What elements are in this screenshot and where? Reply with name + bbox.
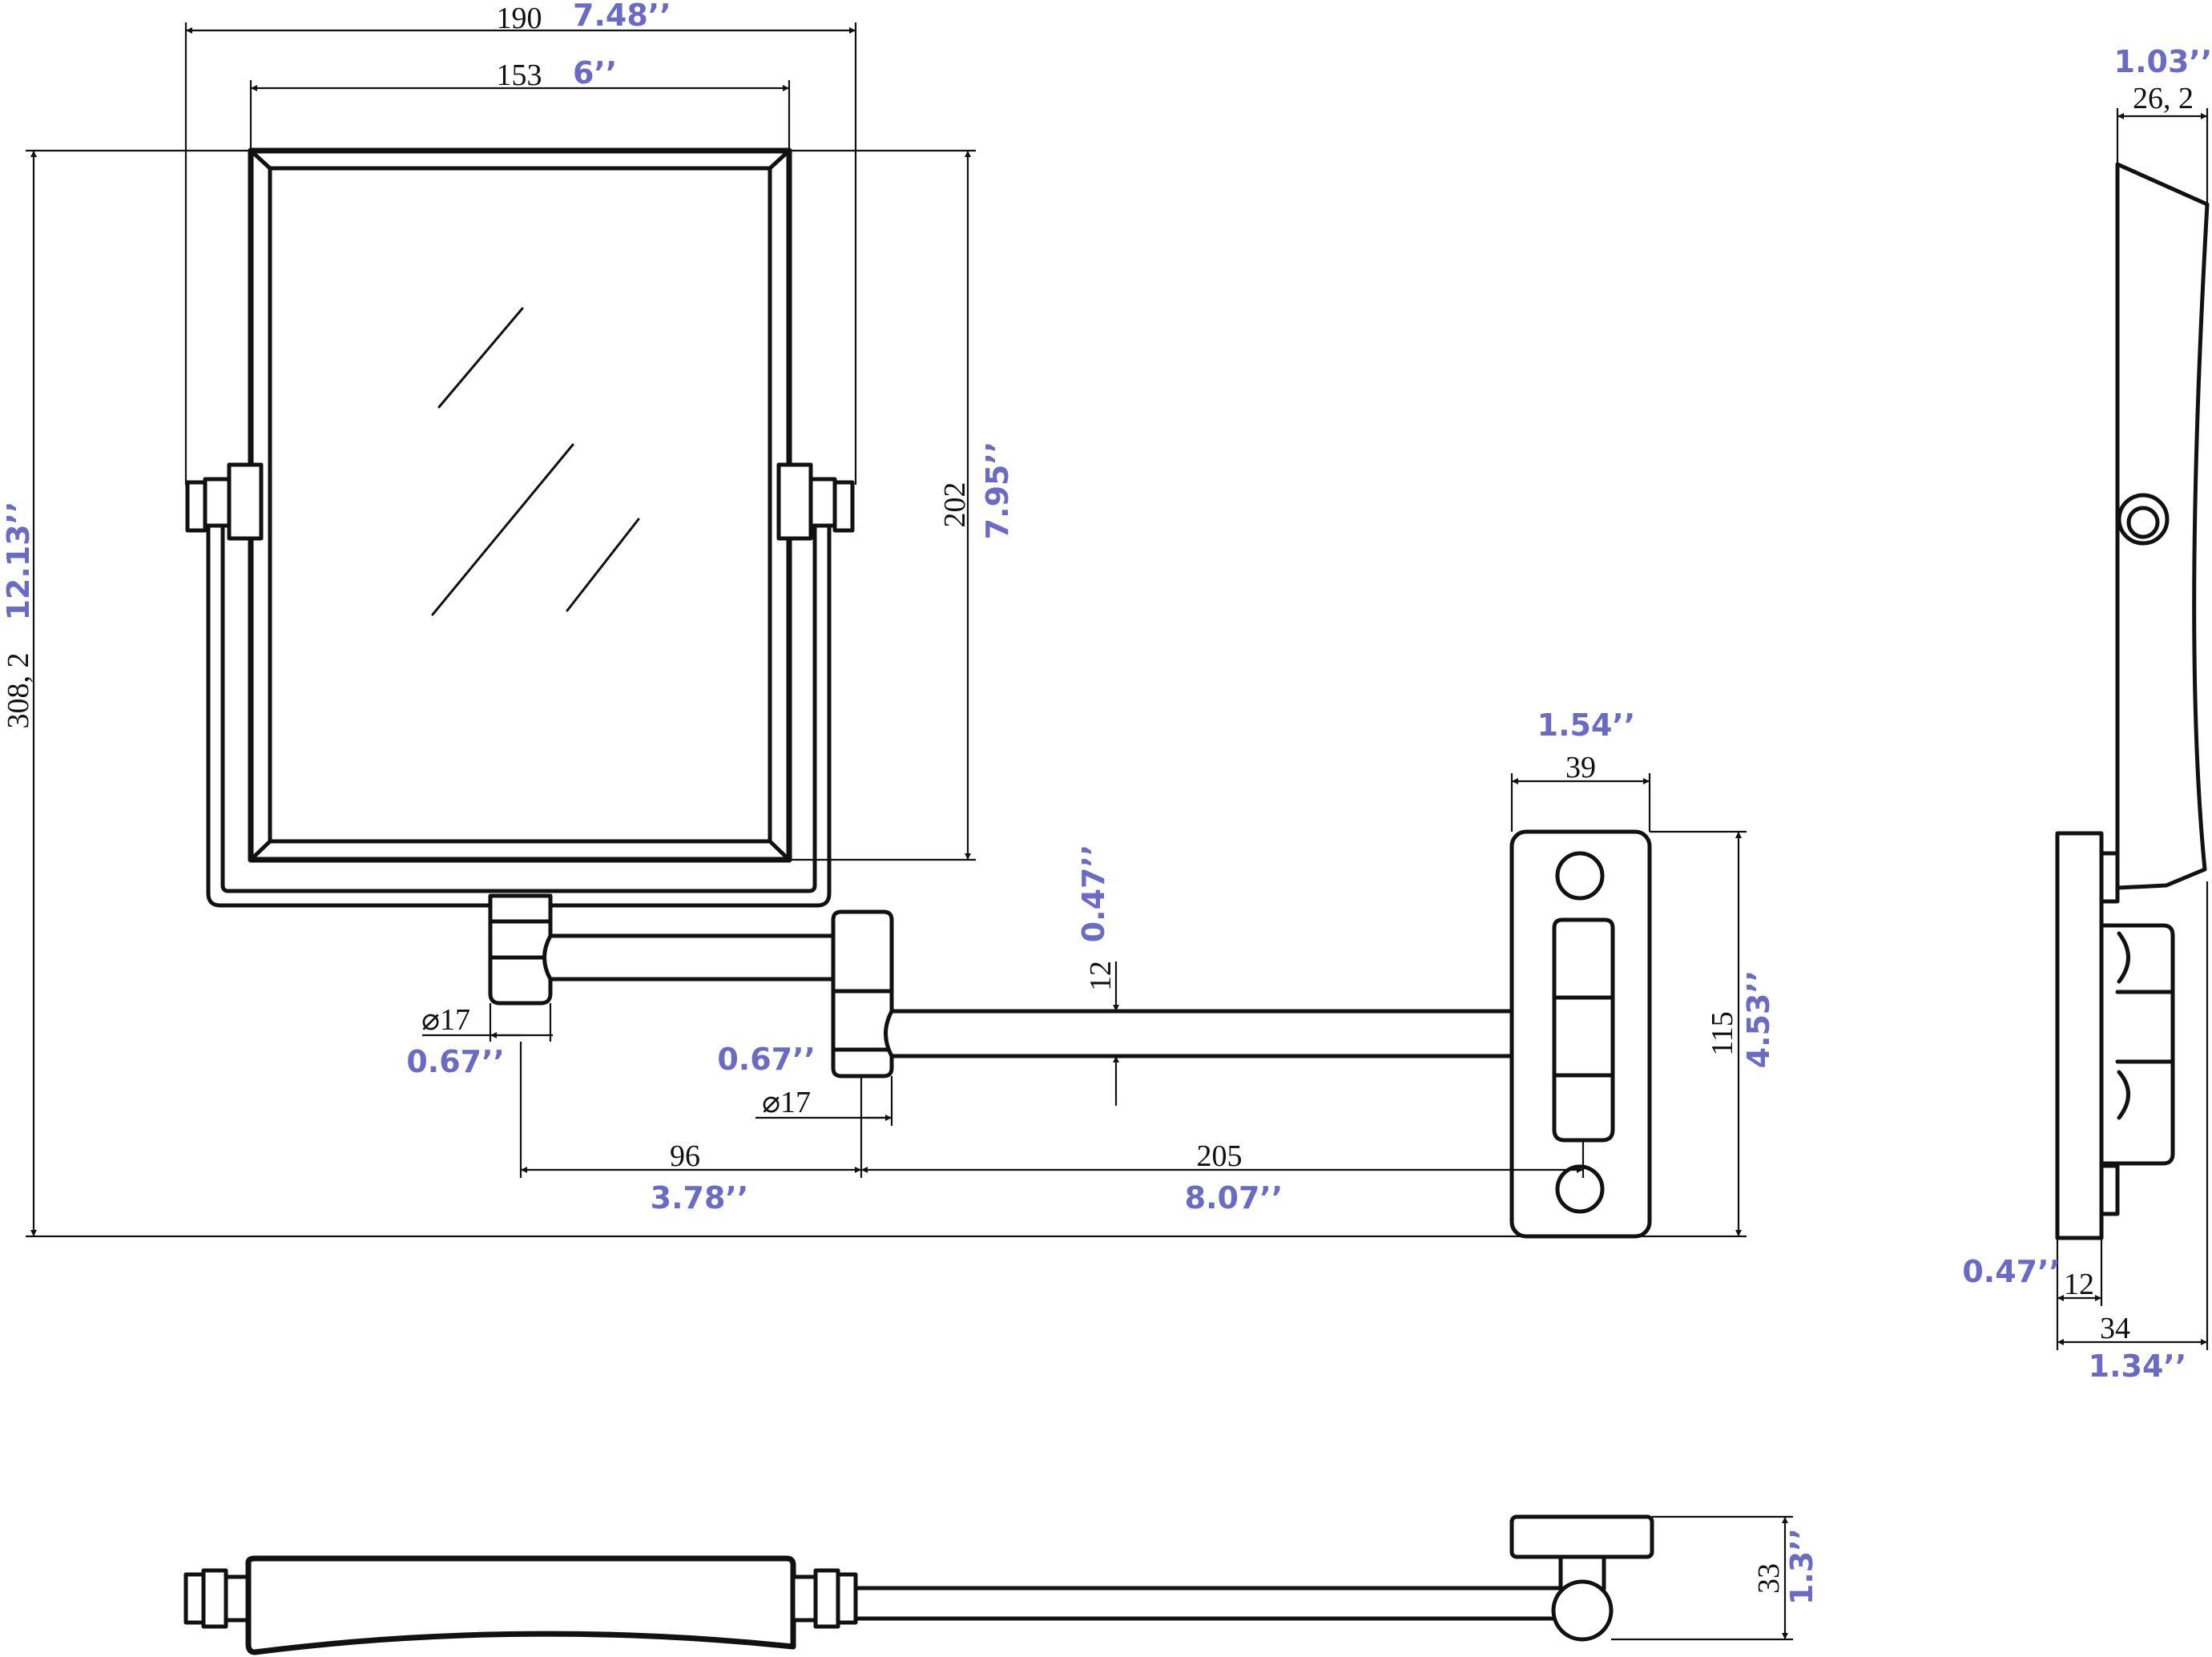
- arm2-in-label: 8.07’’: [1185, 1180, 1283, 1216]
- joint-right-in-label: 0.67’’: [717, 1042, 816, 1077]
- side-depth-mm-label: 34: [2100, 1312, 2130, 1345]
- width-in-label: 7.48’’: [573, 0, 671, 33]
- arm-dia-in-label: 0.47’’: [1076, 845, 1111, 943]
- joint-left-mm-label: ⌀17: [421, 1003, 470, 1037]
- front-view-dimensions: [26, 22, 1747, 1238]
- front-view-mirror: [185, 147, 855, 908]
- plate-height-in-label: 4.53’’: [1741, 970, 1776, 1069]
- total-height-mm-label: 308, 2: [2, 653, 35, 729]
- arm2-mm-label: 205: [1197, 1139, 1243, 1173]
- side-plate-mm-label: 12: [2064, 1268, 2094, 1301]
- plate-height-mm-label: 115: [1706, 1011, 1739, 1056]
- side-plate-in-label: 0.47’’: [1962, 1254, 2061, 1289]
- mirror-height-mm-label: 202: [938, 482, 972, 528]
- side-top-in-label: 1.03’’: [2114, 44, 2212, 79]
- arm1-in-label: 3.78’’: [651, 1180, 749, 1216]
- side-view: [2055, 108, 2210, 1350]
- plate-width-in-label: 1.54’’: [1537, 708, 1636, 743]
- arm1-mm-label: 96: [670, 1139, 700, 1173]
- dimension-labels: 190 7.48’’ 153 6’’ 308, 2 12.13’’ 202 7.…: [1, 0, 2212, 1605]
- top-view-mm-label: 33: [1752, 1563, 1786, 1594]
- side-depth-in-label: 1.34’’: [2089, 1349, 2187, 1384]
- mirror-width-mm-label: 153: [497, 58, 542, 92]
- front-view-arms: [488, 829, 1652, 1239]
- joint-right-mm-label: ⌀17: [762, 1086, 811, 1119]
- mirror-height-in-label: 7.95’’: [980, 441, 1015, 540]
- total-height-in-label: 12.13’’: [1, 501, 36, 620]
- mirror-width-in-label: 6’’: [573, 55, 617, 91]
- side-top-mm-label: 26, 2: [2133, 82, 2194, 115]
- arm-dia-mm-label: 12: [1084, 961, 1118, 991]
- joint-left-in-label: 0.67’’: [406, 1044, 505, 1079]
- top-view: [183, 1514, 1793, 1655]
- top-view-in-label: 1.3’’: [1784, 1528, 1819, 1605]
- width-mm-label: 190: [497, 2, 542, 35]
- plate-width-mm-label: 39: [1565, 751, 1596, 784]
